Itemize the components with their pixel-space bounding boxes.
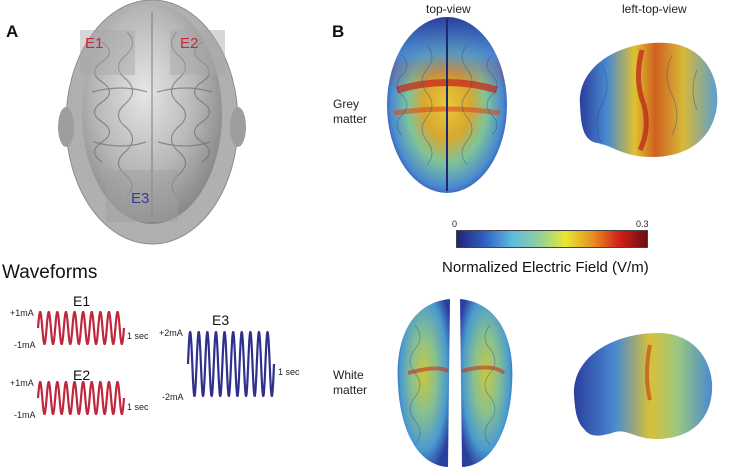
row-label-white-line2: matter xyxy=(333,383,368,397)
waveform-e3-bottom-label: -2mA xyxy=(162,392,184,402)
row-label-grey-line2: matter xyxy=(333,112,368,126)
waveform-e2-plot xyxy=(36,380,126,416)
colorbar-min-label: 0 xyxy=(452,219,458,229)
row-label-white-matter: White matter xyxy=(333,368,367,398)
grey-matter-top-view-render xyxy=(387,17,507,193)
grey-matter-left-top-view-render xyxy=(579,42,718,157)
right-ear xyxy=(230,107,246,147)
panel-b-letter: B xyxy=(332,22,345,41)
white-matter-top-view-render xyxy=(397,299,513,467)
waveform-e2-top-label: +1mA xyxy=(10,378,34,388)
white-matter-left-top-view-render xyxy=(573,333,713,439)
waveform-e1-duration: 1 sec xyxy=(127,331,149,341)
waveform-e3-name: E3 xyxy=(212,312,230,328)
waveform-e1-plot xyxy=(36,310,126,346)
electrode-e3-label: E3 xyxy=(131,190,150,207)
electrode-e2-pad xyxy=(170,30,225,75)
colorbar xyxy=(456,230,648,248)
colorbar-max-label: 0.3 xyxy=(636,219,649,229)
row-label-grey-line1: Grey xyxy=(333,97,360,111)
waveform-e2-duration: 1 sec xyxy=(127,402,149,412)
colorbar-title: Normalized Electric Field (V/m) xyxy=(442,259,649,276)
waveform-e3-plot xyxy=(186,331,276,397)
waveform-e2-name: E2 xyxy=(73,367,91,383)
row-label-grey-matter: Grey matter xyxy=(333,97,367,127)
column-title-top-view: top-view xyxy=(426,2,471,16)
waveform-e1-name: E1 xyxy=(73,293,91,309)
panel-a-letter: A xyxy=(6,22,19,41)
waveform-e3-duration: 1 sec xyxy=(278,367,300,377)
row-label-white-line1: White xyxy=(333,368,364,382)
left-ear xyxy=(58,107,74,147)
waveform-e2-bottom-label: -1mA xyxy=(14,410,36,420)
electrode-e1-pad xyxy=(80,30,135,75)
electrode-e3-pad xyxy=(106,170,178,222)
head-model-illustration xyxy=(58,0,246,245)
waveform-e1-bottom-label: -1mA xyxy=(14,340,36,350)
waveform-e1-top-label: +1mA xyxy=(10,308,34,318)
electrode-e1-label: E1 xyxy=(85,35,104,52)
column-title-left-top-view: left-top-view xyxy=(622,2,687,16)
waveform-e3-top-label: +2mA xyxy=(159,328,183,338)
waveforms-title: Waveforms xyxy=(2,262,98,283)
electrode-e2-label: E2 xyxy=(180,35,199,52)
